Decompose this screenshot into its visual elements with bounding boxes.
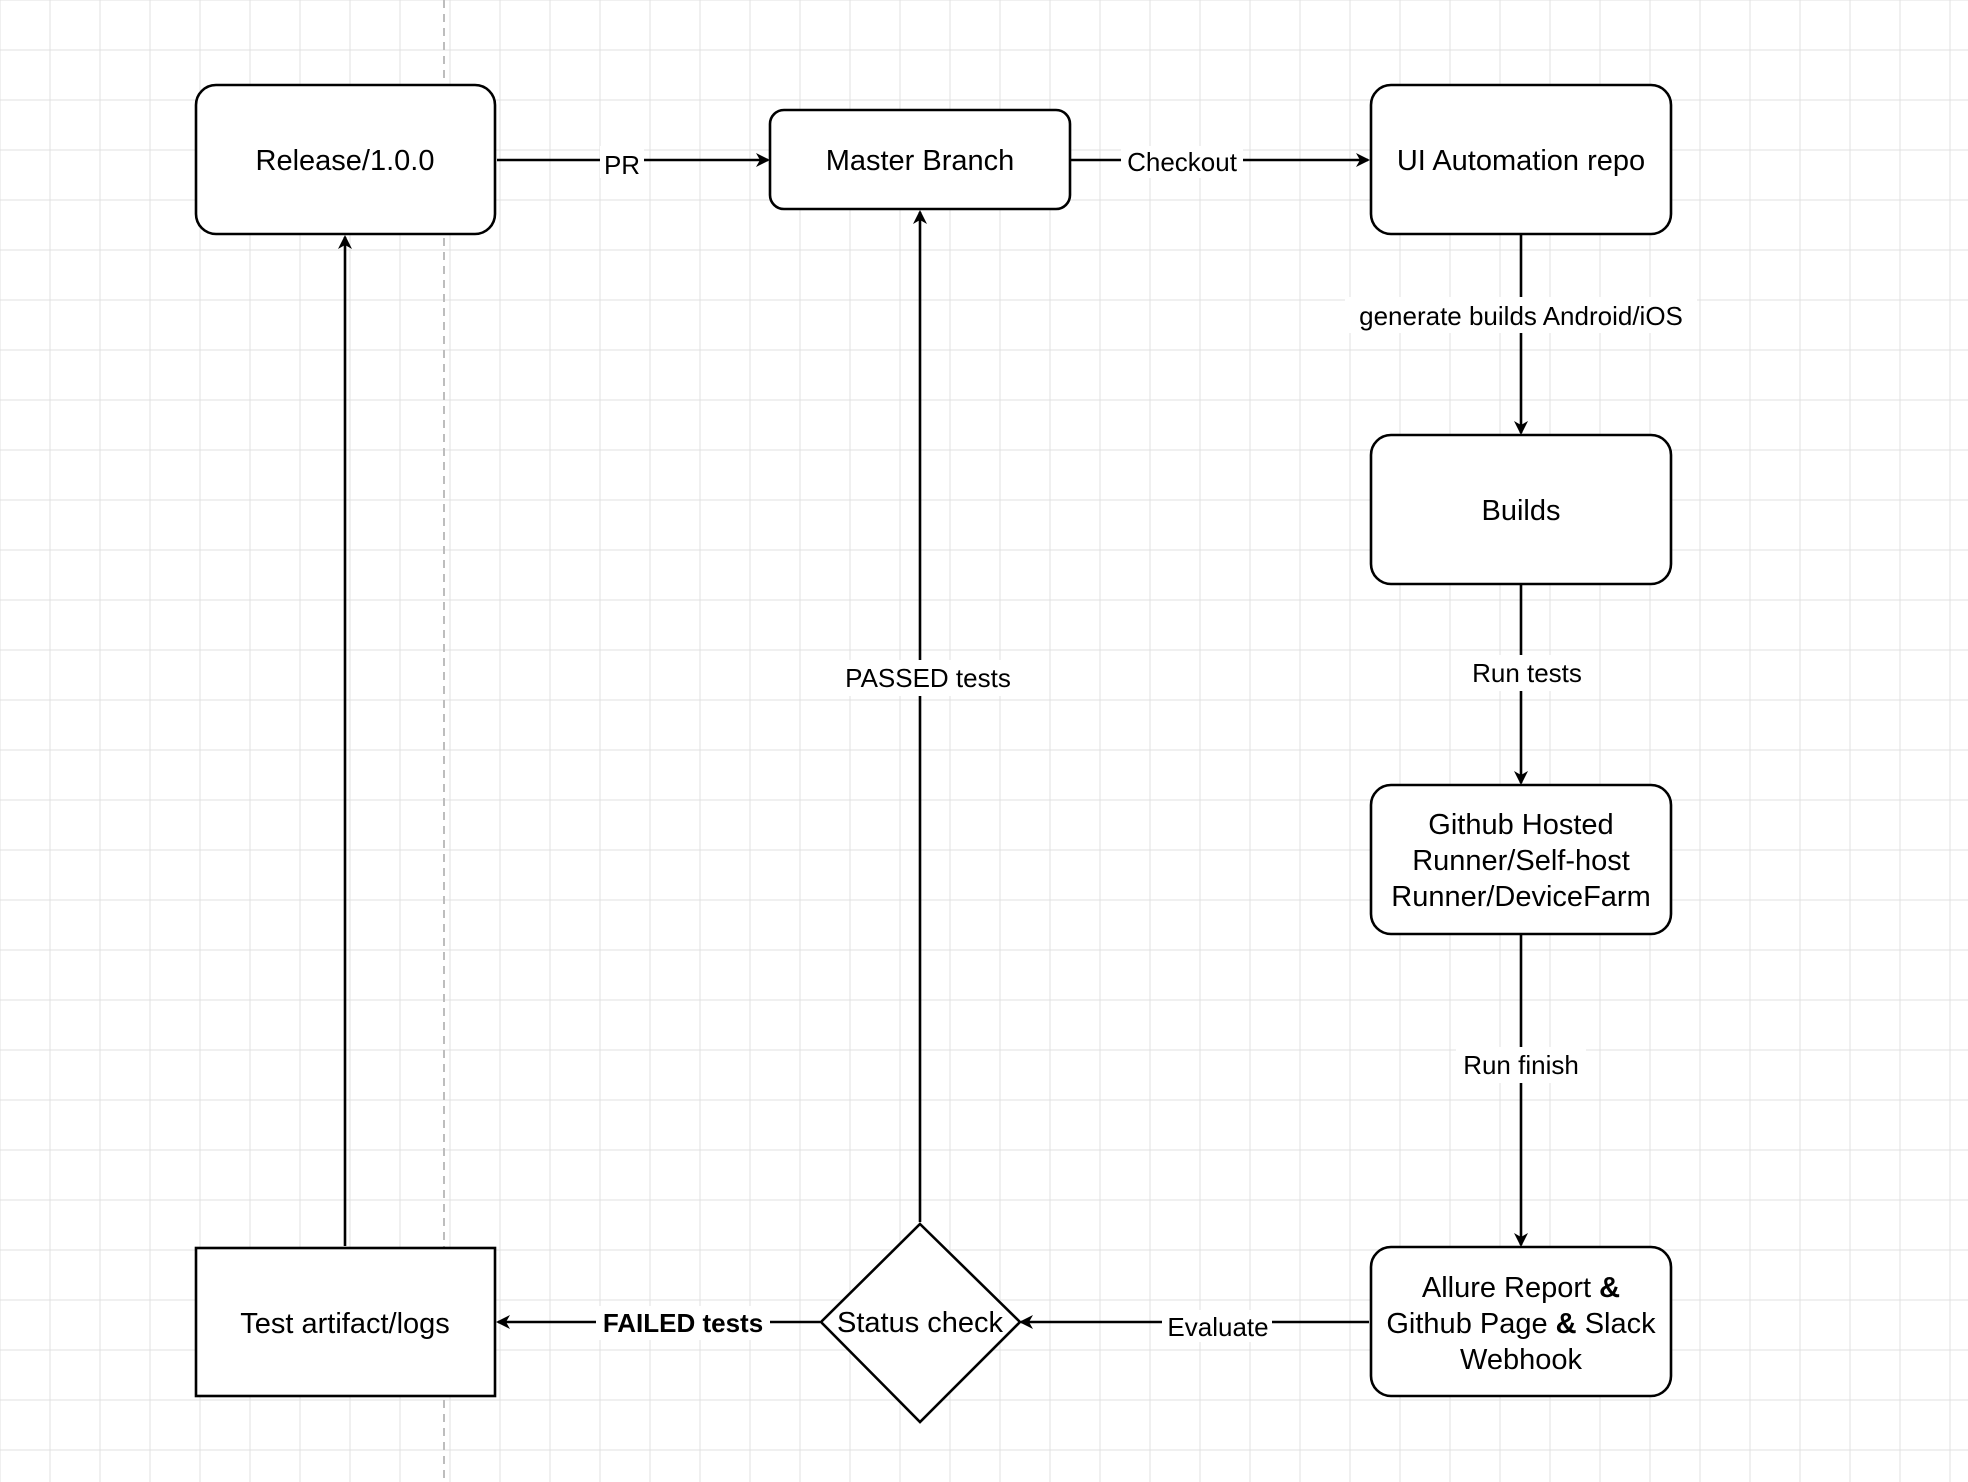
slack-text: Slack <box>1585 1308 1656 1340</box>
node-status-check-label: Status check <box>837 1307 1004 1339</box>
edge-label-run-tests: Run tests <box>1472 658 1582 688</box>
node-release-label: Release/1.0.0 <box>256 145 435 177</box>
edge-label-evaluate: Evaluate <box>1167 1312 1268 1342</box>
ampersand-2: & <box>1556 1308 1577 1340</box>
node-master-branch[interactable]: Master Branch <box>768 108 1072 211</box>
node-runner-label-line-3: Runner/DeviceFarm <box>1391 881 1650 913</box>
edge-label-run-finish: Run finish <box>1463 1050 1579 1080</box>
edge-label-failed-tests: FAILED tests <box>603 1308 763 1338</box>
node-runner[interactable]: Github Hosted Runner/Self-host Runner/De… <box>1369 783 1673 936</box>
node-ui-automation-repo[interactable]: UI Automation repo <box>1369 83 1673 236</box>
github-page-text: Github Page <box>1386 1308 1547 1340</box>
node-builds[interactable]: Builds <box>1369 433 1673 586</box>
edge-labels: PR Checkout generate builds Android/iOS … <box>596 146 1697 1342</box>
ampersand-1: & <box>1599 1272 1620 1304</box>
edge-label-checkout: Checkout <box>1127 147 1238 177</box>
node-allure-label-line-3: Webhook <box>1460 1344 1582 1376</box>
node-runner-label-line-1: Github Hosted <box>1428 809 1613 841</box>
node-allure-label-line-2: Github Page & Slack <box>1386 1308 1656 1340</box>
node-runner-label-line-2: Runner/Self-host <box>1412 845 1630 877</box>
node-test-artifact[interactable]: Test artifact/logs <box>194 1246 497 1398</box>
edge-label-generate-builds: generate builds Android/iOS <box>1359 301 1683 331</box>
node-ui-automation-repo-label: UI Automation repo <box>1397 145 1645 177</box>
edge-label-pr: PR <box>604 150 640 180</box>
node-allure-label-line-1: Allure Report & <box>1422 1272 1620 1304</box>
node-release[interactable]: Release/1.0.0 <box>194 83 497 236</box>
edges <box>338 153 1528 1329</box>
node-master-branch-label: Master Branch <box>826 145 1015 177</box>
allure-report-text: Allure Report <box>1422 1272 1591 1304</box>
node-allure-report[interactable]: Allure Report & Github Page & Slack Webh… <box>1369 1245 1673 1398</box>
node-status-check[interactable]: Status check <box>819 1222 1022 1424</box>
node-test-artifact-label: Test artifact/logs <box>240 1308 450 1340</box>
node-builds-label: Builds <box>1482 495 1561 527</box>
edge-label-passed-tests: PASSED tests <box>845 663 1011 693</box>
